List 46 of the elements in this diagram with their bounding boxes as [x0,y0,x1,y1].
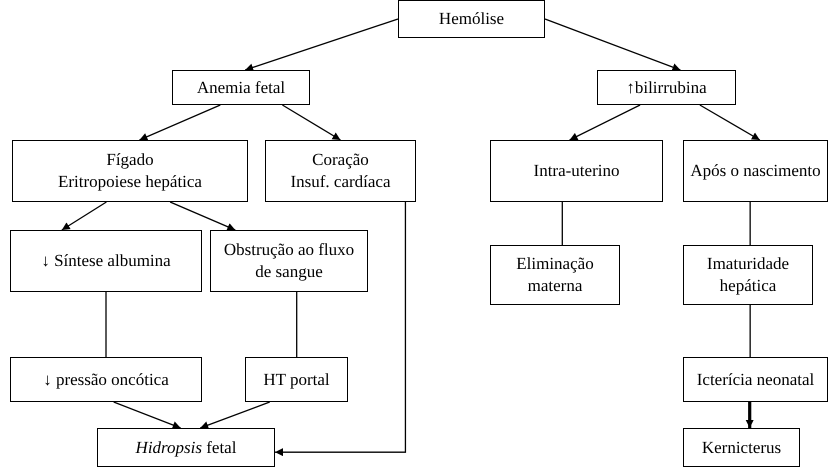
box-label: Coração [312,149,369,171]
box-label: Imaturidade hepática [706,253,790,297]
box-label: Obstrução ao fluxo de sangue [222,239,356,283]
process-box [245,357,348,402]
process-box [10,230,202,292]
process-box [398,0,545,38]
arrow [170,201,236,231]
process-box [210,230,368,292]
box-label: Eliminação materna [515,253,595,297]
box-label: Icterícia neonatal [696,368,814,390]
arrow [569,104,640,141]
process-box [10,357,202,402]
process-box [597,70,736,105]
box-label: Eritropoiese hepática [58,171,202,193]
arrow [544,18,681,71]
box-label: Kernicterus [702,436,782,458]
arrow [282,104,341,141]
process-box [490,245,620,305]
box-label: Após o nascimento [690,160,821,182]
box-label: ↓ pressão oncótica [43,368,169,390]
box-label: ↓ Síntese albumina [41,250,171,272]
box-label: Insuf. cardíaca [290,171,391,193]
arrow [200,401,270,429]
arrow [275,202,406,456]
process-box [172,70,310,105]
arrow [62,201,107,231]
box-label: Anemia fetal [196,76,286,98]
arrow [139,104,221,141]
arrow [113,401,181,429]
box-label: Hemólise [438,8,504,30]
process-box [12,140,248,202]
box-label: Intra-uterino [534,160,620,182]
process-box [683,245,813,305]
box-label: Fígado [106,149,154,171]
box-label: Hidropsis fetal [136,436,236,458]
process-box [683,140,828,202]
process-box [97,428,275,467]
box-label: HT portal [263,368,330,390]
box-label: ↑bilirrubina [626,76,707,98]
process-box [265,140,416,202]
process-box [490,140,663,202]
process-box [683,357,828,402]
arrow [746,402,754,428]
process-box [683,428,800,467]
arrow [244,18,398,72]
arrow [700,104,760,141]
